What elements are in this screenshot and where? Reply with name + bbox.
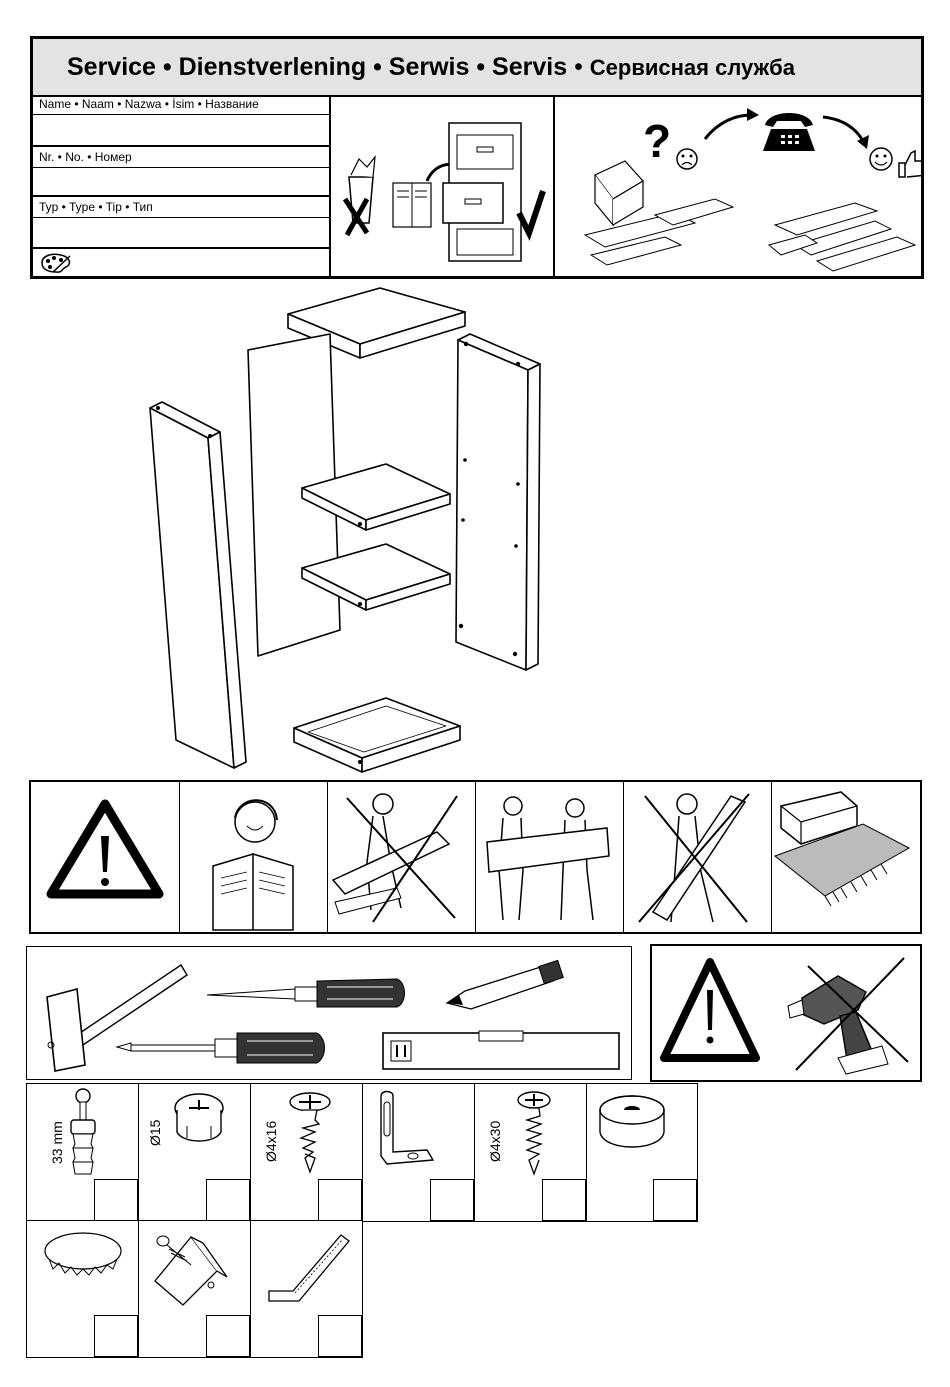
name-field[interactable]: Name • Naam • Nazwa • İsim • Название	[33, 95, 329, 147]
no-single-carry-icon	[327, 782, 476, 932]
warning-triangle-icon	[31, 782, 180, 932]
no-vertical-carry-icon	[623, 782, 772, 932]
screw-long-icon	[509, 1088, 559, 1180]
number-field-divider	[33, 167, 329, 168]
quantity-box	[94, 1179, 138, 1221]
sad-face-icon	[677, 149, 697, 169]
happy-face-icon	[870, 148, 892, 170]
quantity-box	[318, 1315, 362, 1357]
allen-key-icon	[255, 1229, 355, 1309]
service-form: Name • Naam • Nazwa • İsim • Название Nr…	[33, 95, 331, 276]
quantity-box	[94, 1315, 138, 1357]
cabinet-exploded-diagram	[140, 284, 560, 784]
read-manual-icon	[179, 782, 328, 932]
support-illustration: ?	[555, 95, 921, 276]
warning-triangle-icon	[664, 962, 756, 1058]
damaged-parts-icon	[585, 161, 733, 265]
cam-lock-icon	[169, 1088, 229, 1148]
corner-block-icon	[147, 1227, 237, 1307]
hardware-cell-cover-cap	[26, 1220, 139, 1358]
checkmark-icon	[519, 191, 543, 233]
hammer-icon	[47, 965, 187, 1071]
file-manual-icon	[393, 123, 521, 261]
hardware-cell-corner-block	[138, 1220, 251, 1358]
pencil-icon	[447, 960, 563, 1009]
name-field-label: Name • Naam • Nazwa • İsim • Название	[39, 97, 259, 111]
cover-cap-icon	[41, 1227, 125, 1287]
quantity-box	[206, 1315, 250, 1357]
hardware-cell-screw-short: Ø4x16	[250, 1083, 363, 1222]
quantity-box	[430, 1179, 474, 1221]
screw-short-icon	[285, 1088, 335, 1180]
number-field[interactable]: Nr. • No. • Номер	[33, 145, 329, 197]
quantity-box	[653, 1179, 697, 1221]
type-field-label: Typ • Type • Tip • Тип	[39, 200, 153, 214]
hardware-label-screw-short: Ø4x16	[263, 1121, 279, 1162]
hardware-cell-screw-long: Ø4x30	[474, 1083, 587, 1222]
thumbs-up-icon	[899, 151, 921, 177]
hardware-cell-angle-bracket	[362, 1083, 475, 1222]
service-title-latin: Service • Dienstverlening • Serwis • Ser…	[67, 53, 567, 81]
color-palette-icon	[39, 252, 73, 274]
service-title-bar: Service • Dienstverlening • Serwis • Ser…	[33, 39, 921, 97]
quantity-box	[542, 1179, 586, 1221]
hardware-cell-allen-key	[250, 1220, 363, 1358]
hardware-grid: 33 mm Ø15 Ø4x16	[26, 1083, 696, 1357]
handling-warnings-strip	[29, 780, 922, 934]
type-field[interactable]: Typ • Type • Tip • Тип	[33, 195, 329, 249]
service-panel: Service • Dienstverlening • Serwis • Ser…	[30, 36, 924, 279]
assembled-parts-icon	[769, 203, 915, 271]
hardware-cell-felt-pad	[586, 1083, 698, 1222]
name-field-divider	[33, 114, 329, 115]
hardware-cell-cam-lock: Ø15	[138, 1083, 251, 1222]
service-title: Service • Dienstverlening • Serwis • Ser…	[67, 53, 795, 82]
type-field-divider	[33, 217, 329, 218]
number-field-label: Nr. • No. • Номер	[39, 150, 132, 164]
discard-manual-icon	[345, 157, 375, 235]
phillips-screwdriver-icon	[117, 1033, 325, 1063]
angle-bracket-icon	[371, 1088, 437, 1178]
flat-screwdriver-icon	[207, 979, 405, 1007]
soft-surface-icon	[771, 782, 920, 932]
service-title-separator: •	[567, 53, 590, 81]
telephone-icon	[763, 113, 815, 151]
spirit-level-icon	[383, 1031, 619, 1069]
quantity-box	[318, 1179, 362, 1221]
quantity-box	[206, 1179, 250, 1221]
service-title-cyrillic: Сервисная служба	[590, 55, 795, 80]
cam-dowel-icon	[63, 1086, 103, 1186]
no-power-drill-warning	[650, 944, 922, 1082]
question-mark-icon: ?	[643, 115, 671, 167]
hardware-label-cam-lock: Ø15	[147, 1120, 163, 1146]
required-tools-panel	[26, 946, 632, 1080]
hardware-label-screw-long: Ø4x30	[487, 1121, 503, 1162]
two-person-carry-icon	[475, 782, 624, 932]
filing-illustration	[331, 95, 555, 276]
hardware-cell-cam-dowel: 33 mm	[26, 1083, 139, 1222]
felt-pad-icon	[595, 1090, 669, 1160]
